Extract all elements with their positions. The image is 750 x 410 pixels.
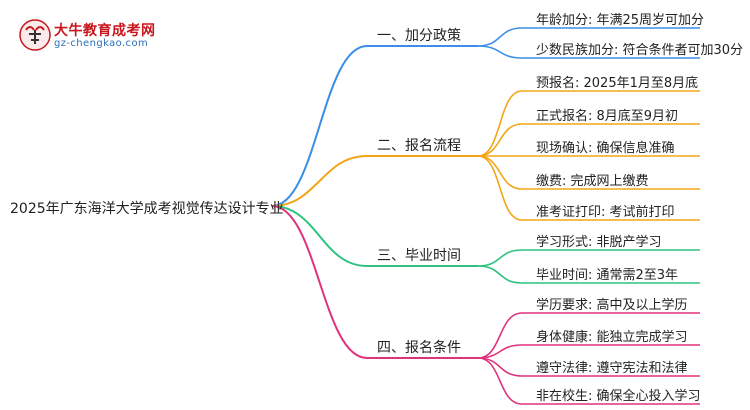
leaf-connector-4-1 [477,312,523,359]
leaf-label-2-1: 预报名: 2025年1月至8月底 [536,76,699,91]
leaf-connector-4-4 [477,357,523,405]
branch-connector-3 [271,205,368,267]
logo-url: gz-chengkao.com [54,38,149,49]
leaf-connector-2-1 [477,90,523,157]
leaf-connector-2-5 [477,155,523,221]
leaf-label-1-2: 少数民族加分: 符合条件者可加30分 [536,43,744,58]
branch-label-2: 二、报名流程 [377,138,461,154]
leaf-label-4-2: 身体健康: 能独立完成学习 [536,330,688,345]
branch-label-1: 一、加分政策 [377,28,461,44]
leaf-connector-1-1 [477,27,523,47]
leaf-connector-3-2 [477,265,523,284]
leaf-label-2-3: 现场确认: 确保信息准确 [536,141,675,156]
branch-label-3: 三、毕业时间 [377,248,461,264]
leaf-connector-3-1 [477,249,523,267]
branch-label-4: 四、报名条件 [377,340,461,356]
leaf-label-4-4: 非在校生: 确保全心投入学习 [536,389,701,404]
branch-connector-4 [271,205,368,359]
branch-connector-2 [271,155,368,207]
leaf-connector-2-4 [477,155,523,190]
leaf-label-3-2: 毕业时间: 通常需2至3年 [536,268,679,283]
branch-connector-1 [271,45,368,207]
leaf-label-4-1: 学历要求: 高中及以上学历 [536,298,688,313]
root-topic: 2025年广东海洋大学成考视觉传达设计专业 [10,201,284,217]
leaf-label-4-3: 遵守法律: 遵守宪法和法律 [536,361,688,376]
leaf-label-2-2: 正式报名: 8月底至9月初 [536,109,679,124]
logo-title: 大牛教育成考网 [54,23,156,39]
leaf-label-2-4: 缴费: 完成网上缴费 [536,174,649,189]
leaf-connector-1-2 [477,45,523,59]
site-logo: 大牛教育成考网 gz-chengkao.com [18,18,178,52]
leaf-label-1-1: 年龄加分: 年满25周岁可加分 [536,13,705,28]
leaf-connector-2-2 [477,123,523,157]
leaf-connector-4-3 [477,357,523,377]
leaf-label-2-5: 准考证打印: 考试前打印 [536,205,675,220]
bull-logo-icon [19,19,51,51]
leaf-label-3-1: 学习形式: 非脱产学习 [536,235,662,250]
